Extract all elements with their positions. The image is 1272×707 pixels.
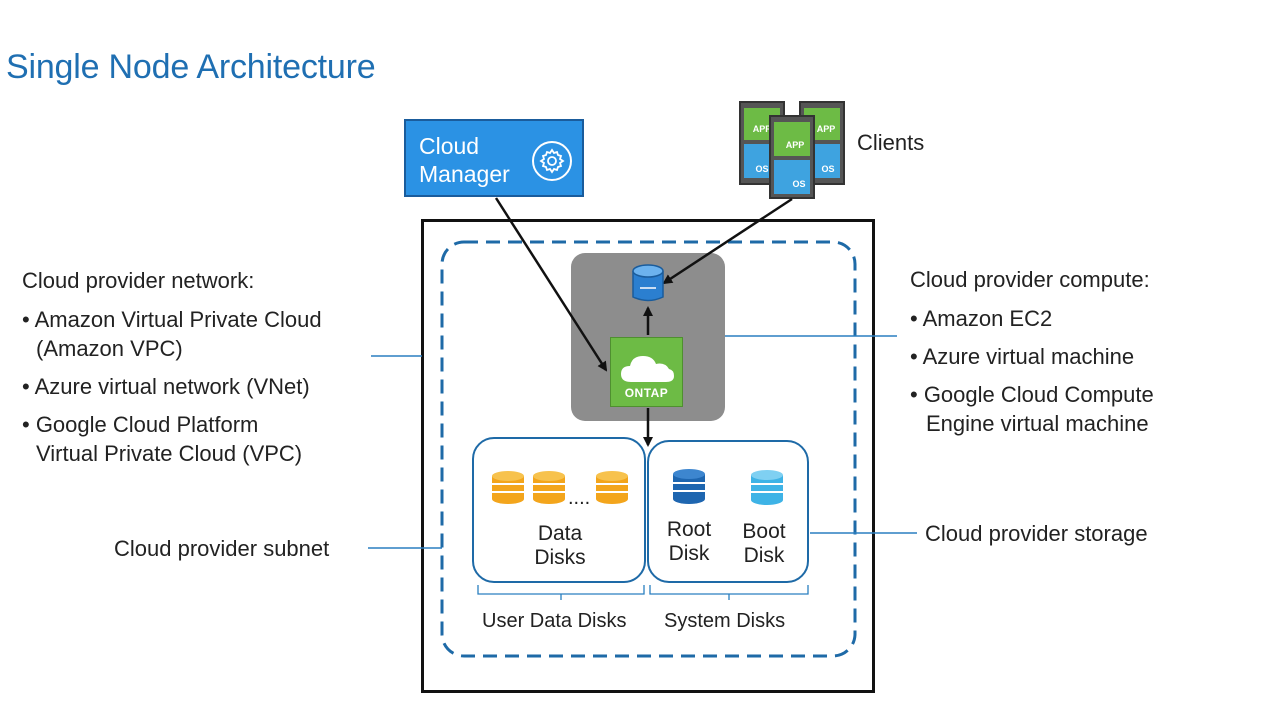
root-disk-icon — [673, 469, 705, 504]
compute-heading: Cloud provider compute: — [910, 267, 1150, 292]
manager-to-ontap-arrow — [494, 197, 608, 372]
clients-to-db-arrow — [662, 197, 793, 285]
cloud-manager-box[interactable]: Cloud Manager — [404, 119, 584, 197]
root-disk-label-line2: Disk — [668, 542, 710, 565]
boot-disk-label-line2: Disk — [743, 544, 785, 567]
compute-item-3-line2: Engine virtual machine — [926, 411, 1149, 436]
boot-disk-label-line1: Boot — [742, 520, 786, 543]
cloud-manager-label-line1: Cloud — [419, 133, 480, 159]
compute-item-1-line1: • Amazon EC2 — [910, 306, 1053, 331]
data-disks-label-line1: Data — [537, 522, 583, 545]
boot-disk-icon — [751, 470, 783, 505]
data-disks-label-line2: Disks — [534, 546, 586, 569]
subnet-dashed-border — [440, 240, 857, 658]
data-disk-2 — [533, 471, 565, 504]
group-braces — [477, 585, 809, 600]
system-disks-group[interactable] — [647, 440, 809, 583]
storage-label: Cloud provider storage — [925, 521, 1148, 546]
network-item-2-line1: • Azure virtual network (VNet) — [22, 374, 310, 399]
compute-item-3-line1: • Google Cloud Compute — [910, 382, 1154, 407]
cloud-manager-label-line2: Manager — [419, 161, 510, 187]
system-disks-label: System Disks — [664, 610, 786, 632]
root-disk-label-line1: Root — [666, 518, 712, 541]
data-disk-1 — [492, 471, 524, 504]
cloud-provider-boundary — [421, 219, 875, 693]
cloud-icon — [621, 356, 674, 382]
gear-icon — [532, 141, 572, 181]
network-item-1-line1: • Amazon Virtual Private Cloud — [22, 307, 322, 332]
compute-item-2-line1: • Azure virtual machine — [910, 344, 1135, 369]
network-item-1-line2: (Amazon VPC) — [36, 336, 183, 361]
ontap-label: ONTAP — [624, 386, 669, 400]
data-disk-n — [596, 471, 628, 504]
ontap-node[interactable]: ONTAP — [610, 337, 683, 407]
network-item-3-line1: • Google Cloud Platform — [22, 412, 259, 437]
user-data-disks-label: User Data Disks — [482, 610, 627, 632]
subnet-label: Cloud provider subnet — [114, 536, 330, 561]
network-item-3-line2: Virtual Private Cloud (VPC) — [36, 441, 303, 466]
user-data-disks-group[interactable] — [472, 437, 646, 583]
clients-label: Clients — [857, 130, 925, 155]
page-title: Single Node Architecture — [6, 48, 376, 86]
network-heading: Cloud provider network: — [22, 268, 255, 293]
disk-stack-icon — [492, 471, 628, 504]
database-icon — [632, 264, 664, 302]
data-disks-ellipsis: .... — [568, 487, 591, 509]
